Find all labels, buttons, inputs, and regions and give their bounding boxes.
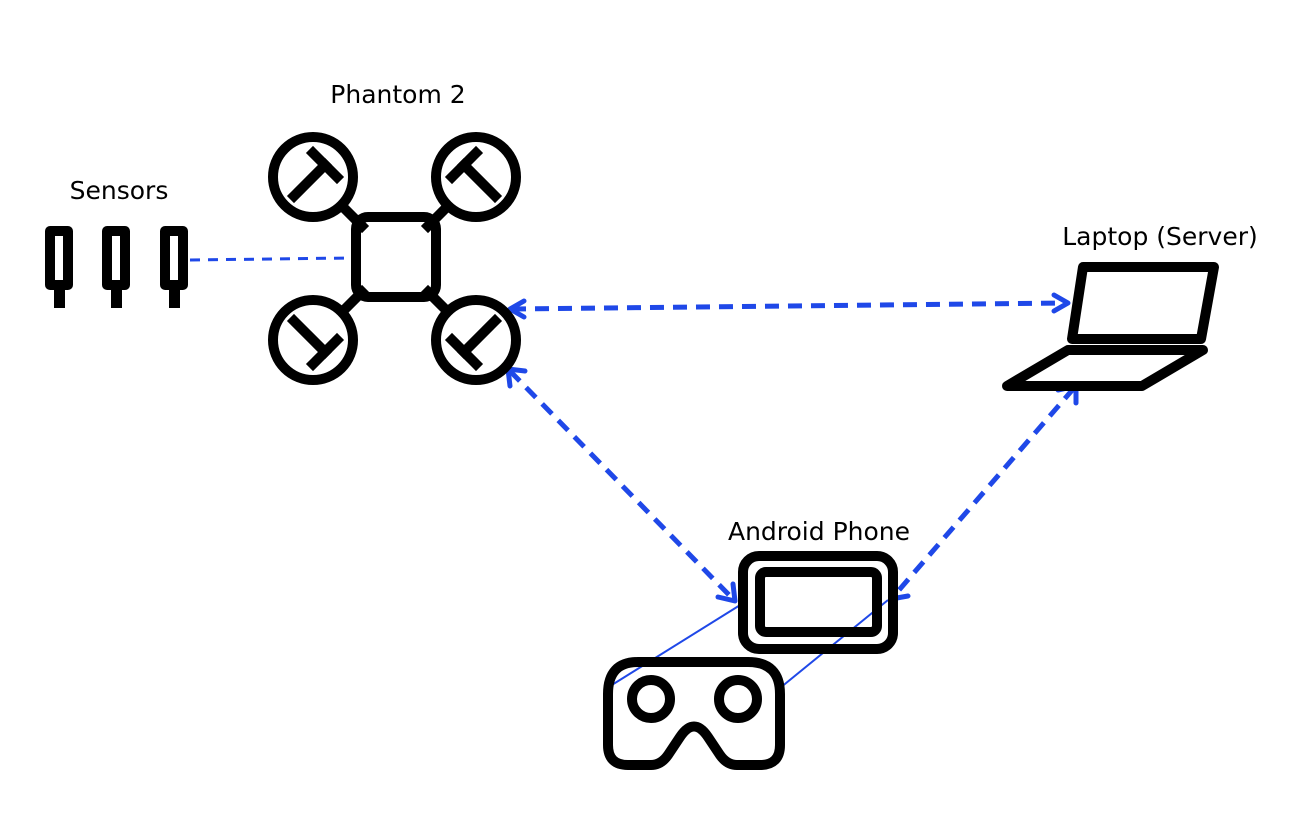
sensor-icon — [45, 226, 73, 308]
link-drone-laptop — [511, 300, 1067, 312]
sensors-node: Sensors — [45, 176, 188, 308]
link-headset-phone-left — [606, 601, 746, 689]
smartphone-icon — [738, 551, 898, 654]
arrowhead-phone-left-end — [715, 581, 738, 604]
link-sensors-drone — [189, 256, 351, 262]
sensors-label: Sensors — [70, 176, 169, 205]
link-laptop-phone — [891, 386, 1076, 599]
link-drone-phone — [508, 369, 735, 601]
quadcopter-icon — [268, 132, 521, 385]
sensor-icon — [102, 226, 130, 308]
phone-node: Android Phone — [728, 517, 910, 654]
vr-headset-icon — [603, 657, 785, 770]
headset-node — [603, 657, 785, 770]
sensor-icon — [160, 226, 188, 308]
laptop-icon — [1002, 262, 1219, 391]
laptop-node: Laptop (Server) — [1002, 222, 1258, 391]
phone-label: Android Phone — [728, 517, 910, 546]
drone-label: Phantom 2 — [330, 80, 465, 109]
drone-node: Phantom 2 — [268, 80, 521, 385]
connections — [189, 256, 1079, 689]
arrowhead-laptop-end — [1051, 292, 1071, 314]
arrowhead-drone-end — [507, 298, 527, 320]
laptop-label: Laptop (Server) — [1062, 222, 1258, 251]
